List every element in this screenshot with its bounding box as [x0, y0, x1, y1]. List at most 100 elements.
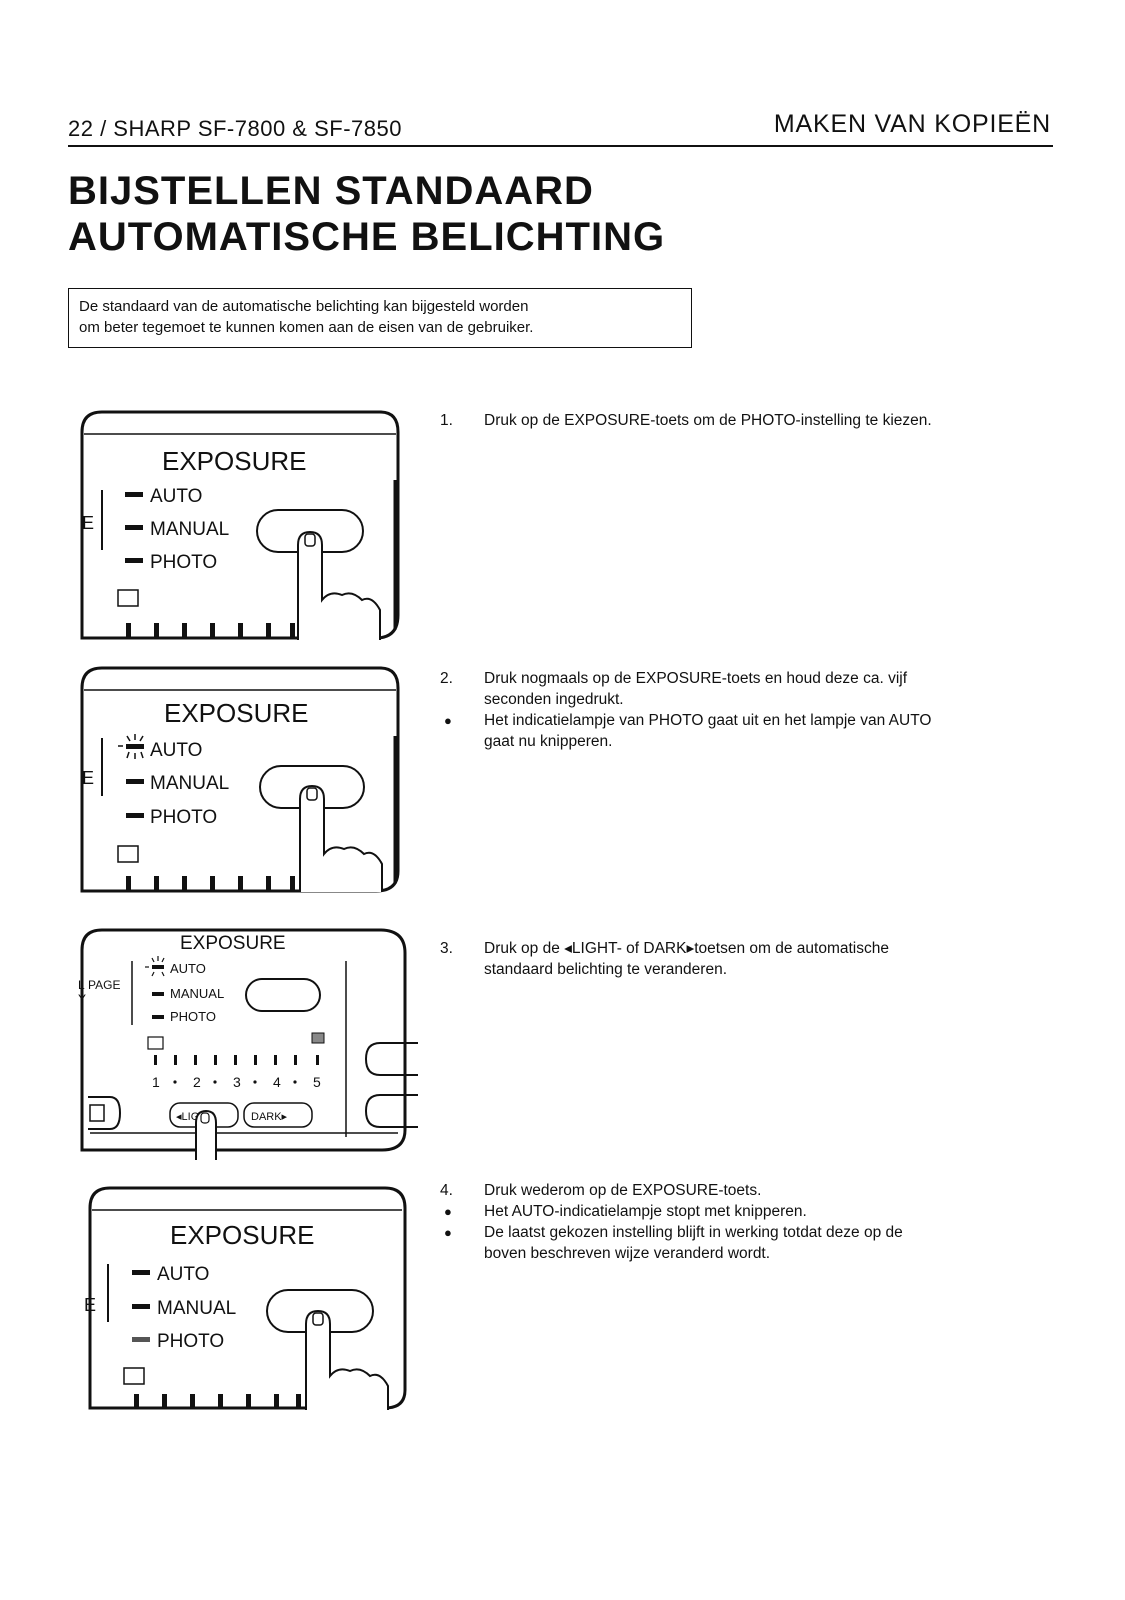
panel-illustration-4: E EXPOSURE AUTO MANUAL PHOTO — [80, 1180, 420, 1415]
photo-label: PHOTO — [150, 552, 217, 573]
manual-indicator-lamp — [132, 1304, 150, 1309]
panel-frame — [88, 1186, 407, 1410]
exposure-label: EXPOSURE — [170, 1220, 315, 1250]
density-scale-bars — [134, 1394, 301, 1408]
step-4-line-1: 4. Druk wederom op de EXPOSURE-toets. — [440, 1180, 1060, 1201]
panel-illustration-3: EXPOSURE L PAGE Y AUTO MANUAL PHOTO — [78, 925, 420, 1160]
paper-icon — [123, 1367, 145, 1385]
bullet-icon: ● — [444, 713, 452, 728]
manual-indicator-lamp — [125, 525, 143, 530]
panel-frame — [80, 928, 407, 1152]
paper-icon — [147, 1036, 164, 1050]
step-3-text-1: Druk op de ◂LIGHT- of DARK▸toetsen om de… — [484, 940, 889, 957]
step-2-bullet-1-cont: gaat nu knipperen. — [440, 731, 1060, 752]
step-1-line-1: 1. Druk op de EXPOSURE-toets om de PHOTO… — [440, 410, 1060, 431]
page-label: PAGE — [88, 978, 120, 992]
photo-indicator-lamp — [126, 813, 144, 818]
step-3-line-1: 3. Druk op de ◂LIGHT- of DARK▸toetsen om… — [440, 938, 1060, 959]
density-scale-bars — [154, 1055, 319, 1065]
step-1-number: 1. — [440, 412, 453, 429]
header-rule — [68, 145, 1053, 147]
finger-press-icon — [305, 1309, 389, 1410]
scale-number-2: 2 — [193, 1074, 201, 1090]
panel-drawing-1: E EXPOSURE AUTO MANUAL PHOTO — [80, 410, 400, 640]
step-4-bullet-1-text: Het AUTO-indicatielampje stopt met knipp… — [484, 1203, 807, 1220]
step-2-bullet-1-text-1: Het indicatielampje van PHOTO gaat uit e… — [484, 712, 932, 729]
manual-label: MANUAL — [150, 519, 229, 540]
exposure-label: EXPOSURE — [164, 698, 309, 728]
step-3-line-2: standaard belichting te veranderen. — [440, 959, 1060, 980]
running-header-left: 22 / SHARP SF-7800 & SF-7850 — [68, 116, 402, 141]
step-4-bullet-2-text-2: boven beschreven wijze veranderd wordt. — [484, 1245, 771, 1262]
step-3-number: 3. — [440, 940, 453, 957]
blinking-lamp-icon — [118, 734, 144, 759]
auto-label: AUTO — [170, 961, 206, 976]
edge-letter: E — [82, 768, 94, 788]
finger-press-icon — [195, 1109, 217, 1160]
photo-indicator-lamp — [152, 1015, 164, 1019]
density-scale-bars — [126, 876, 295, 890]
page-title: BIJSTELLEN STANDAARD AUTOMATISCHE BELICH… — [68, 168, 665, 260]
panel-drawing-3: EXPOSURE L PAGE Y AUTO MANUAL PHOTO — [78, 928, 418, 1160]
exposure-label: EXPOSURE — [180, 933, 286, 954]
step-1: 1. Druk op de EXPOSURE-toets om de PHOTO… — [440, 410, 1060, 431]
exposure-button[interactable] — [245, 978, 321, 1012]
bullet-icon: ● — [444, 1225, 452, 1240]
density-scale-bars — [126, 623, 295, 637]
step-2-number: 2. — [440, 670, 453, 687]
intro-box: De standaard van de automatische belicht… — [68, 288, 692, 348]
panel-illustration-2: E EXPOSURE AUTO MANUAL PHOTO — [80, 666, 420, 901]
side-button-right-1 — [364, 1042, 418, 1076]
finger-press-icon — [299, 784, 383, 892]
step-1-text: Druk op de EXPOSURE-toets om de PHOTO-in… — [484, 412, 932, 429]
panel-frame — [80, 666, 400, 893]
edge-letter: E — [82, 513, 94, 533]
edge-letter: E — [84, 1295, 96, 1315]
page-title-line-1: BIJSTELLEN STANDAARD — [68, 169, 594, 213]
exposure-label: EXPOSURE — [162, 446, 307, 476]
panel-illustration-1: E EXPOSURE AUTO MANUAL PHOTO — [80, 410, 420, 645]
manual-label: MANUAL — [170, 986, 224, 1001]
step-2-bullet-1: ● Het indicatielampje van PHOTO gaat uit… — [440, 710, 1060, 731]
manual-label: MANUAL — [157, 1298, 236, 1319]
manual-indicator-lamp — [126, 779, 144, 784]
step-4-bullet-1: ● Het AUTO-indicatielampje stopt met kni… — [440, 1201, 1060, 1222]
auto-indicator-lamp — [125, 492, 143, 497]
step-4-number: 4. — [440, 1182, 453, 1199]
step-4: 4. Druk wederom op de EXPOSURE-toets. ● … — [440, 1180, 1060, 1264]
manual-indicator-lamp — [152, 992, 164, 996]
auto-label: AUTO — [150, 486, 202, 507]
running-header-right: MAKEN VAN KOPIEËN — [773, 110, 1051, 138]
manual-label: MANUAL — [150, 773, 229, 794]
dark-button[interactable] — [243, 1102, 313, 1128]
photo-label: PHOTO — [157, 1331, 224, 1352]
paper-icon — [117, 845, 139, 863]
page-title-line-2: AUTOMATISCHE BELICHTING — [68, 215, 666, 259]
intro-line-1: De standaard van de automatische belicht… — [79, 298, 529, 315]
scale-number-5: 5 — [313, 1074, 321, 1090]
panel-frame — [80, 410, 400, 640]
step-4-bullet-2-cont: boven beschreven wijze veranderd wordt. — [440, 1243, 1060, 1264]
scale-number-4: 4 — [273, 1074, 281, 1090]
side-button-left — [88, 1096, 122, 1130]
auto-label: AUTO — [157, 1264, 209, 1285]
dark-button-label: DARK▸ — [251, 1111, 288, 1123]
step-3-text-2: standaard belichting te veranderen. — [484, 961, 727, 978]
step-4-bullet-2: ● De laatst gekozen instelling blijft in… — [440, 1222, 1060, 1243]
step-4-bullet-2-text-1: De laatst gekozen instelling blijft in w… — [484, 1224, 903, 1241]
photo-indicator-lamp — [125, 558, 143, 563]
photo-label: PHOTO — [170, 1009, 216, 1024]
step-2-line-1: 2. Druk nogmaals op de EXPOSURE-toets en… — [440, 668, 1060, 689]
bullet-icon: ● — [444, 1204, 452, 1219]
panel-drawing-4: E EXPOSURE AUTO MANUAL PHOTO — [84, 1186, 407, 1410]
side-button-right-2 — [364, 1094, 418, 1128]
step-2-text-1: Druk nogmaals op de EXPOSURE-toets en ho… — [484, 670, 908, 687]
paper-icon — [117, 589, 139, 607]
scale-number-3: 3 — [233, 1074, 241, 1090]
intro-line-2: om beter tegemoet te kunnen komen aan de… — [79, 319, 534, 336]
dark-tone-icon — [311, 1032, 325, 1044]
step-4-text-1: Druk wederom op de EXPOSURE-toets. — [484, 1182, 762, 1199]
auto-indicator-lamp — [132, 1270, 150, 1275]
panel-drawing-2: E EXPOSURE AUTO MANUAL PHOTO — [80, 666, 400, 893]
blinking-lamp-icon — [145, 956, 165, 977]
